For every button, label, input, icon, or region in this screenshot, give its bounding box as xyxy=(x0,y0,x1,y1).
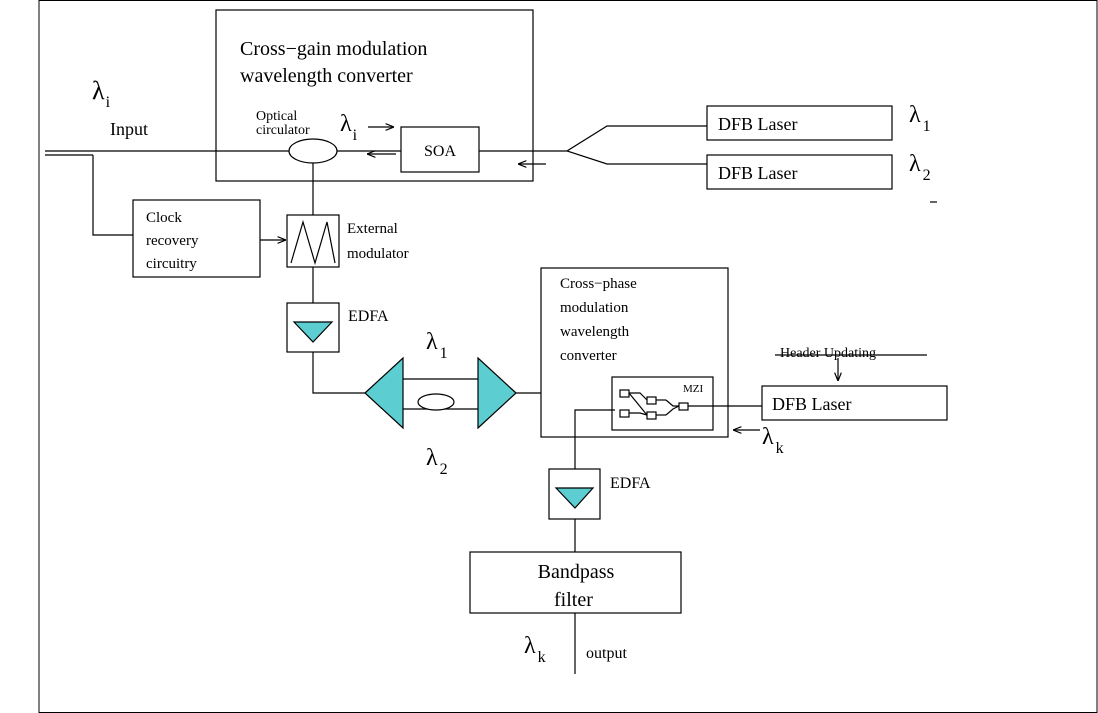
fiber-delay-loop xyxy=(417,393,455,411)
external-modulator-waveform xyxy=(290,219,336,266)
cross-gain-converter-box xyxy=(215,9,534,182)
soa-box xyxy=(400,126,480,173)
mzi-to-edfa-2-line xyxy=(574,409,615,469)
cross-phase-converter-line4: converter xyxy=(560,348,617,364)
soa-label: SOA xyxy=(424,143,456,160)
edfa-1-box xyxy=(286,302,340,353)
external-modulator-line2: modulator xyxy=(347,246,409,262)
clock-recovery-line1: Clock xyxy=(146,210,182,226)
output-label: output xyxy=(586,645,627,662)
external-modulator-line1: External xyxy=(347,221,398,237)
input-label: Input xyxy=(110,119,148,139)
input-lambda: λi xyxy=(92,76,111,111)
cross-phase-converter-line2: modulation xyxy=(560,300,629,316)
bandpass-filter-line1: Bandpass xyxy=(538,561,615,583)
laser-combiner xyxy=(565,125,707,165)
cross-gain-converter-title-line2: wavelength converter xyxy=(240,65,413,87)
mzi-box xyxy=(611,376,714,431)
clock-recovery-box xyxy=(132,199,261,278)
dfb-laser-2-label: DFB Laser xyxy=(718,163,798,183)
dfb-laser-k-box xyxy=(761,385,948,421)
edfa-to-demux-line xyxy=(312,352,365,394)
edfa-2-amplifier xyxy=(554,487,595,509)
cross-phase-converter-line3: wavelength xyxy=(560,324,630,340)
dfb-laser-1-label: DFB Laser xyxy=(718,114,798,134)
dfb-laser-1-box xyxy=(706,105,893,141)
optical-circulator-label-line2: circulator xyxy=(256,123,310,138)
edfa-1-amplifier xyxy=(292,321,334,343)
edfa-2-label: EDFA xyxy=(610,475,651,492)
clock-recovery-line2: recovery xyxy=(146,233,199,249)
bandpass-filter-line2: filter xyxy=(554,589,593,611)
edfa-1-label: EDFA xyxy=(348,308,389,325)
demux-right xyxy=(477,356,517,430)
dfb-laser-2-box xyxy=(706,154,893,190)
mzi-label: MZI xyxy=(683,383,704,395)
optical-circulator-label-line1: Optical xyxy=(256,109,297,124)
mzi-interferometer xyxy=(619,389,689,420)
clock-recovery-line3: circuitry xyxy=(146,256,197,272)
dfb-laser-k-label: DFB Laser xyxy=(772,394,852,414)
demux-left xyxy=(364,356,404,430)
optical-circulator xyxy=(288,138,338,164)
cross-gain-converter-title-line1: Cross−gain modulation xyxy=(240,38,427,60)
header-updating-label: Header Updating xyxy=(780,346,876,361)
cross-phase-converter-line1: Cross−phase xyxy=(560,276,637,292)
bandpass-filter-box xyxy=(469,551,682,614)
soa-lambda: λi xyxy=(340,111,358,144)
clock-tap-line xyxy=(92,155,133,236)
